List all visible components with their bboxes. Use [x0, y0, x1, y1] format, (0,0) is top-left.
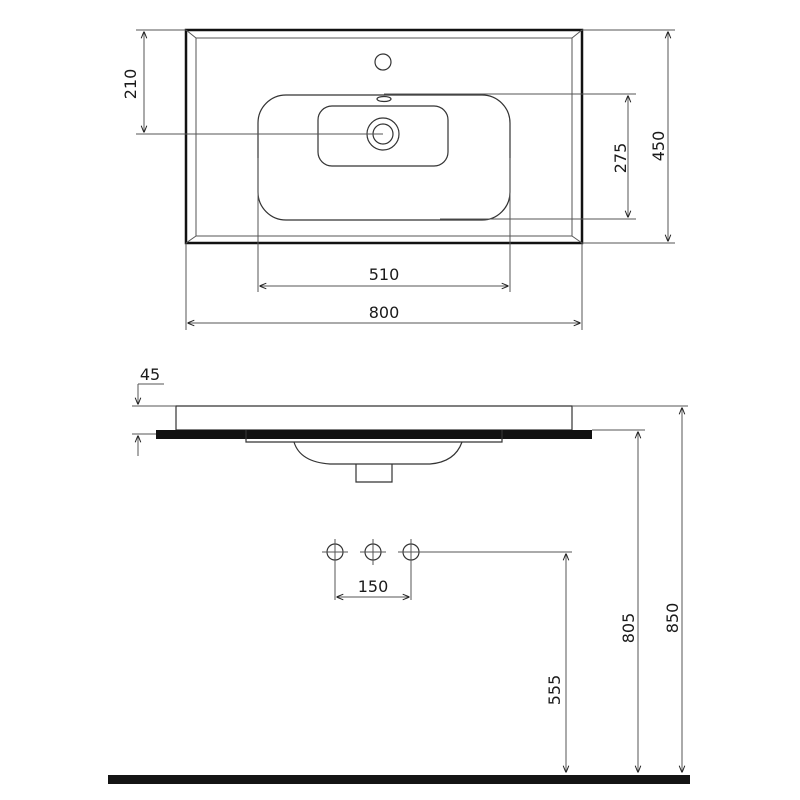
dim-slab-thickness: 45 [140, 365, 160, 384]
dim-bowl-depth: 275 [611, 143, 630, 174]
drain-outlet [355, 464, 393, 483]
dim-valve-spacing: 150 [358, 577, 389, 596]
countertop [156, 430, 592, 439]
overflow-slot [376, 95, 392, 103]
basin-outline [184, 28, 584, 245]
dim-tap-hole-offset: 210 [121, 69, 140, 100]
basin-inner-edge [195, 37, 573, 237]
bowl-underside [245, 430, 503, 443]
floor-line [108, 775, 690, 784]
tap-hole [374, 53, 392, 71]
drain-recess [317, 105, 449, 167]
dim-overall-depth: 450 [649, 131, 668, 162]
dim-underside-height: 805 [619, 613, 638, 644]
bowl-outline [257, 94, 511, 221]
dim-top-height: 850 [663, 603, 682, 634]
top-view: 210 275 450 510 800 [121, 28, 675, 330]
dim-overall-width: 800 [369, 303, 400, 322]
dim-bowl-width: 510 [369, 265, 400, 284]
side-view: 45 150 555 805 8 [108, 365, 690, 784]
dim-valve-height: 555 [545, 675, 564, 706]
wall-valve-center [360, 539, 386, 565]
basin-side-slab [175, 405, 573, 431]
